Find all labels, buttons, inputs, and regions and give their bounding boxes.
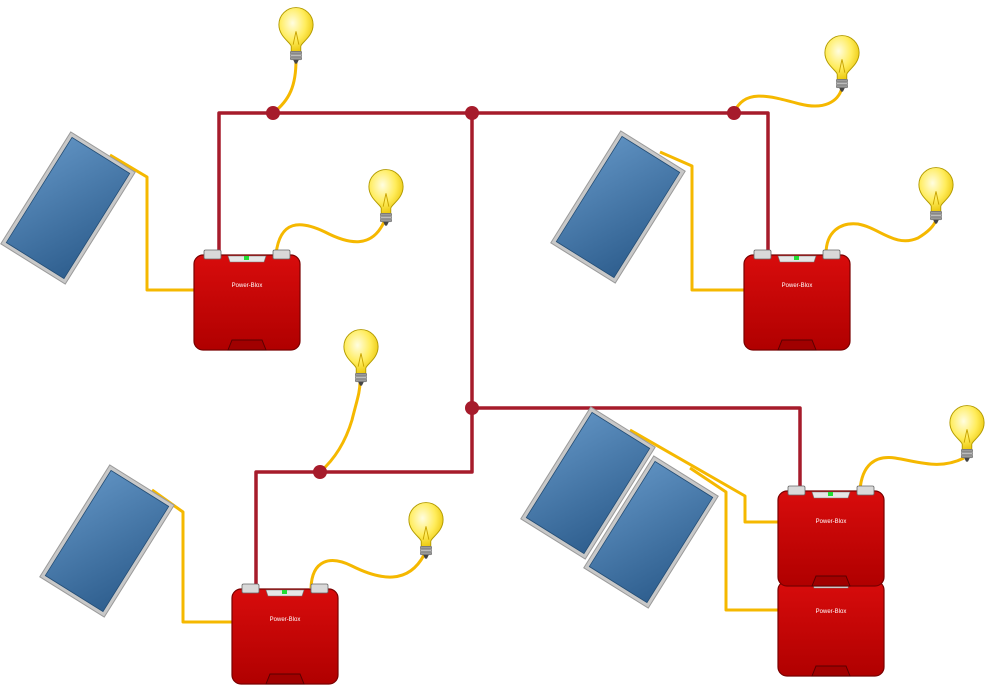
light-bulb-icon (368, 169, 404, 227)
light-bulb-icon (278, 7, 314, 65)
lamp-cord-grid-2 (732, 87, 844, 114)
power-blox-unit-stack-top: Power-Blox (777, 485, 885, 587)
grid-wire-bottom-right (472, 406, 802, 490)
power-blox-unit: Power-Blox (743, 249, 851, 351)
pv-wire-bottom-right-2 (689, 466, 780, 612)
device-label: Power-Blox (782, 283, 813, 289)
lamp-cord-grid-1 (272, 59, 298, 115)
pv-wire-top-right (659, 150, 746, 292)
junction-dot (313, 465, 327, 479)
power-blox-unit: Power-Blox (193, 249, 301, 351)
light-bulb-icon (918, 167, 954, 225)
solar-panel (0, 131, 136, 285)
light-bulb-icon (408, 502, 444, 560)
lamp-cord-grid-3 (319, 381, 362, 474)
light-bulb-icon (343, 329, 379, 387)
pv-wire-top-left (109, 153, 196, 292)
lamp-cords (272, 59, 965, 589)
lamp-cord-bottom-right (858, 455, 965, 491)
device-label: Power-Blox (816, 609, 847, 615)
device-label: Power-Blox (232, 283, 263, 289)
grid-wiring (217, 111, 802, 588)
pv-wire-bottom-right-1 (629, 428, 780, 524)
power-blox-unit: Power-Blox (231, 583, 339, 685)
lamp-cord-top-right (824, 219, 938, 255)
junction-dot (465, 401, 479, 415)
device-label: Power-Blox (270, 617, 301, 623)
grid-wire-trunk (254, 113, 474, 588)
grid-wire-top (217, 111, 770, 254)
lamp-cord-bottom-left (309, 554, 426, 589)
lamp-cord-top-left (274, 221, 386, 255)
solar-panel (39, 464, 175, 618)
light-bulb-icon (824, 35, 860, 93)
junction-dot (266, 106, 280, 120)
light-bulb-icon (949, 405, 985, 463)
power-blox-unit-stack-bottom: Power-Blox (777, 575, 885, 677)
junction-dot (727, 106, 741, 120)
junction-dot (465, 106, 479, 120)
device-label: Power-Blox (816, 519, 847, 525)
junctions (266, 106, 741, 479)
